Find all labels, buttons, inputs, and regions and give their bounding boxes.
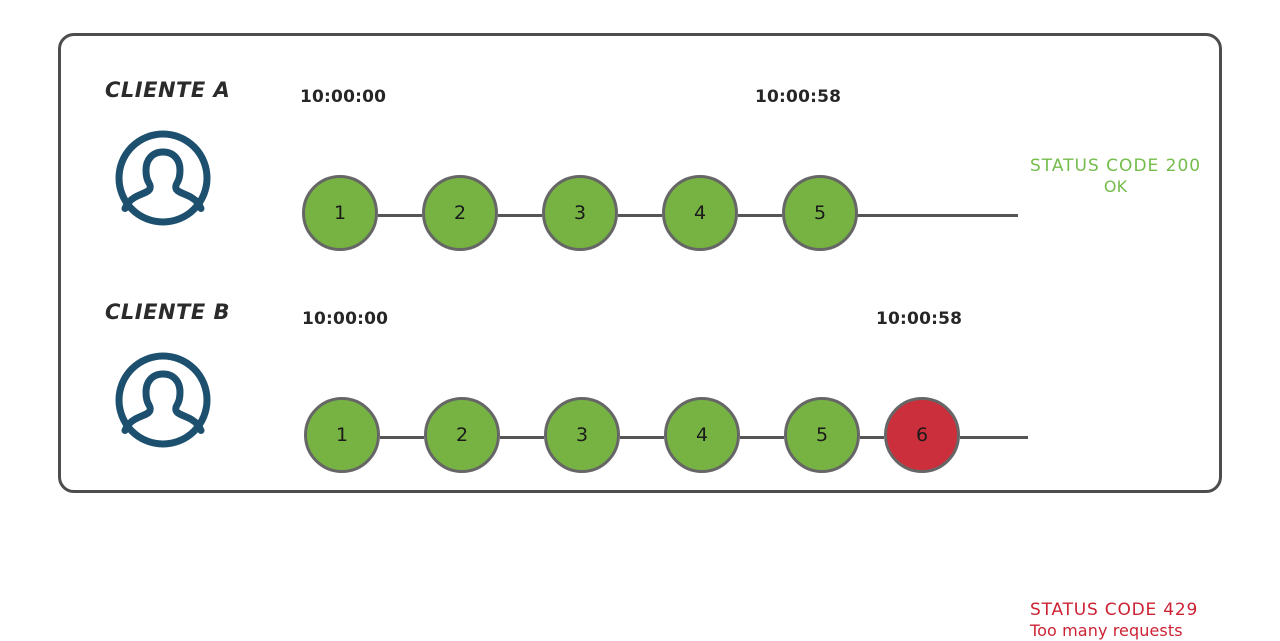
connector-b-1 (380, 436, 424, 439)
diagram-canvas: CLIENTE A 10:00:00 10:00:58 1 2 (58, 33, 1222, 640)
request-node-a-2[interactable]: 2 (422, 175, 498, 251)
connector-a-4 (738, 214, 782, 217)
client-b-label: CLIENTE B (105, 300, 231, 324)
request-node-b-1[interactable]: 1 (304, 397, 380, 473)
timestamp-start-b: 10:00:00 (302, 309, 389, 329)
request-node-label: 2 (455, 424, 469, 446)
diagram-frame (58, 33, 1222, 493)
status-code-b: STATUS CODE 429 (1030, 600, 1199, 620)
connector-b-4 (740, 436, 784, 439)
timestamp-end-a: 10:00:58 (755, 87, 842, 107)
status-badge-b: STATUS CODE 429 Too many requests (1030, 600, 1198, 641)
connector-a-1 (378, 214, 422, 217)
status-message-a: OK (1103, 177, 1128, 197)
connector-b-5 (860, 436, 884, 439)
request-node-label: 1 (333, 202, 347, 224)
request-node-label: 4 (695, 424, 709, 446)
request-node-b-6[interactable]: 6 (884, 397, 960, 473)
connector-b-3 (620, 436, 664, 439)
request-node-label: 2 (453, 202, 467, 224)
request-node-label: 4 (693, 202, 707, 224)
user-avatar-icon (112, 127, 214, 229)
request-node-b-3[interactable]: 3 (544, 397, 620, 473)
request-node-label: 5 (813, 202, 827, 224)
connector-b-2 (500, 436, 544, 439)
status-message-b: Too many requests (1030, 621, 1183, 641)
request-node-a-5[interactable]: 5 (782, 175, 858, 251)
request-node-label: 5 (815, 424, 829, 446)
request-node-label: 3 (573, 202, 587, 224)
connector-b-tail (960, 436, 1028, 439)
connector-a-tail (840, 214, 1018, 217)
request-node-a-4[interactable]: 4 (662, 175, 738, 251)
status-badge-a: STATUS CODE 200 OK (1030, 156, 1201, 197)
timestamp-end-b: 10:00:58 (876, 309, 963, 329)
request-node-label: 6 (915, 424, 929, 446)
status-code-a: STATUS CODE 200 (1030, 156, 1202, 176)
request-node-a-1[interactable]: 1 (302, 175, 378, 251)
connector-a-2 (498, 214, 542, 217)
request-node-b-5[interactable]: 5 (784, 397, 860, 473)
request-node-b-4[interactable]: 4 (664, 397, 740, 473)
user-avatar-icon (112, 349, 214, 451)
client-a-label: CLIENTE A (105, 78, 231, 102)
request-node-label: 1 (335, 424, 349, 446)
request-node-label: 3 (575, 424, 589, 446)
request-node-a-3[interactable]: 3 (542, 175, 618, 251)
connector-a-3 (618, 214, 662, 217)
timestamp-start-a: 10:00:00 (300, 87, 387, 107)
request-node-b-2[interactable]: 2 (424, 397, 500, 473)
